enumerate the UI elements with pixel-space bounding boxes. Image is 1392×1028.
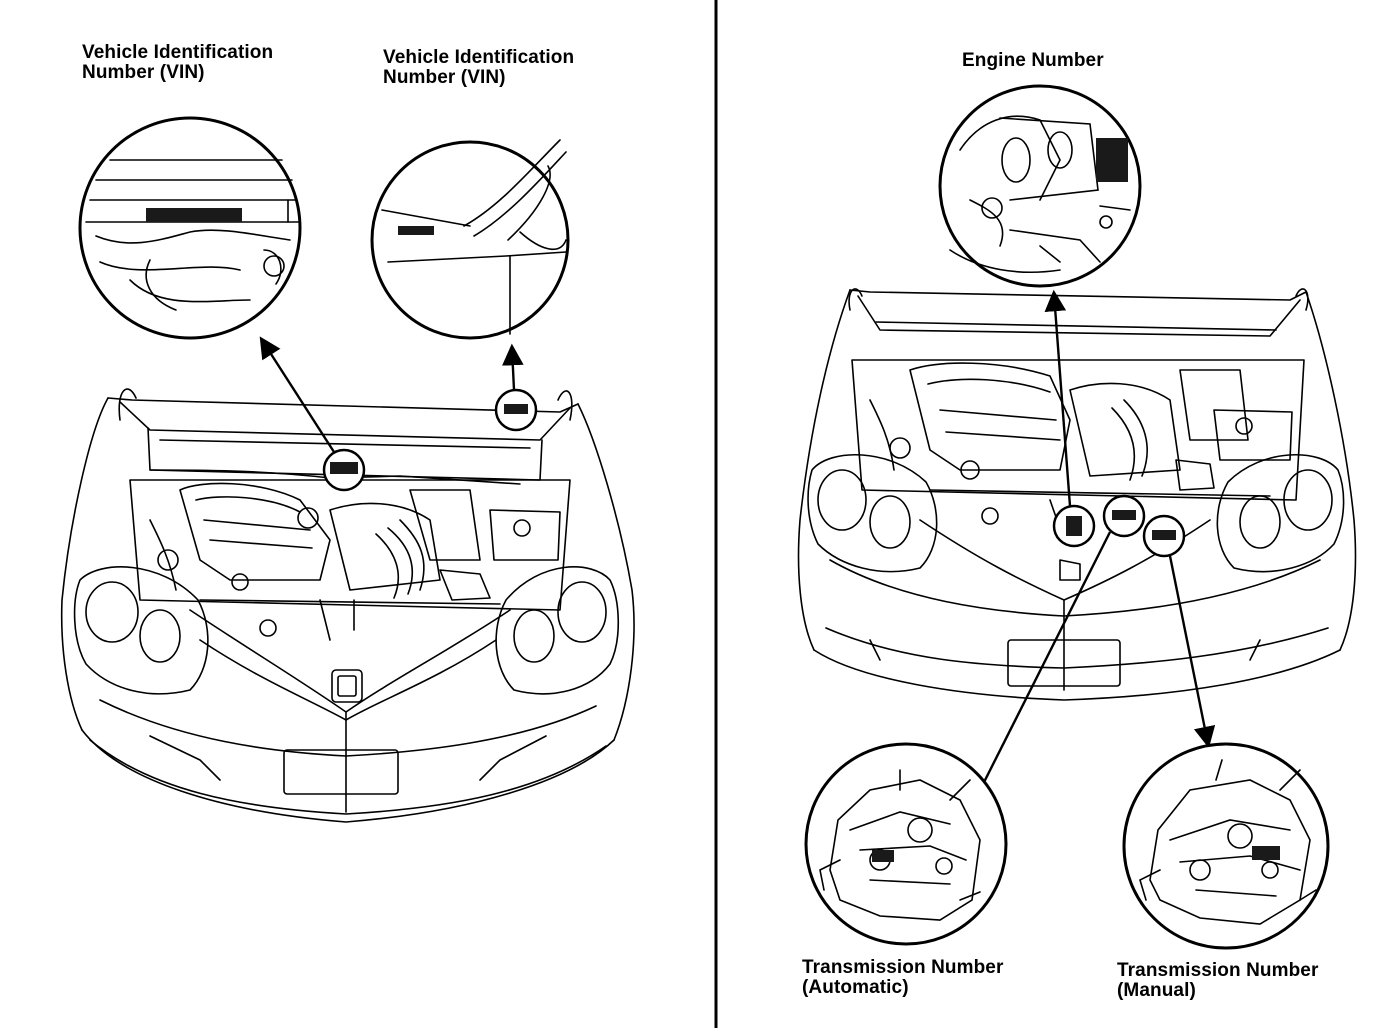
transmission-automatic-plate-mark — [1112, 510, 1136, 520]
vin-engine-bay-label-line2: Number (VIN) — [82, 62, 205, 83]
engine-number-plate-mark — [1066, 516, 1082, 536]
transmission-manual-detail — [1122, 742, 1330, 950]
vin-windshield-arrow — [502, 343, 524, 391]
vin-engine-bay-label-line1: Vehicle Identification — [82, 42, 274, 63]
engine-number-detail — [938, 84, 1142, 288]
transmission-manual-label-line2: (Manual) — [1117, 980, 1196, 1001]
engine-number-label-text: Engine Number — [962, 50, 1104, 71]
vin-engine-bay-plate-mark — [330, 462, 358, 474]
transmission-automatic-label-line1: Transmission Number — [802, 957, 1004, 978]
transmission-automatic-label: Transmission Number (Automatic) — [802, 958, 1003, 998]
vin-engine-bay-detail — [78, 116, 302, 340]
car-left — [60, 388, 635, 823]
engine-number-arrow — [1044, 289, 1072, 507]
transmission-automatic-detail — [804, 742, 1008, 946]
vin-windshield-label-line2: Number (VIN) — [383, 67, 506, 88]
vin-windshield-plate-mark — [504, 404, 528, 414]
engine-number-label: Engine Number — [962, 51, 1104, 71]
vin-windshield-label: Vehicle Identification Number (VIN) — [383, 48, 574, 88]
vin-engine-bay-label: Vehicle Identification Number (VIN) — [82, 43, 273, 83]
transmission-automatic-label-line2: (Automatic) — [802, 977, 909, 998]
transmission-manual-label: Transmission Number (Manual) — [1117, 961, 1318, 1001]
car-right — [797, 288, 1357, 701]
transmission-manual-plate-mark — [1152, 530, 1176, 540]
vin-windshield-detail — [370, 139, 570, 340]
transmission-manual-arrow — [1168, 555, 1216, 749]
transmission-manual-label-line1: Transmission Number — [1117, 960, 1319, 981]
vin-windshield-label-line1: Vehicle Identification — [383, 47, 575, 68]
vin-engine-bay-arrow — [259, 336, 336, 453]
transmission-automatic-arrow — [968, 531, 1112, 814]
